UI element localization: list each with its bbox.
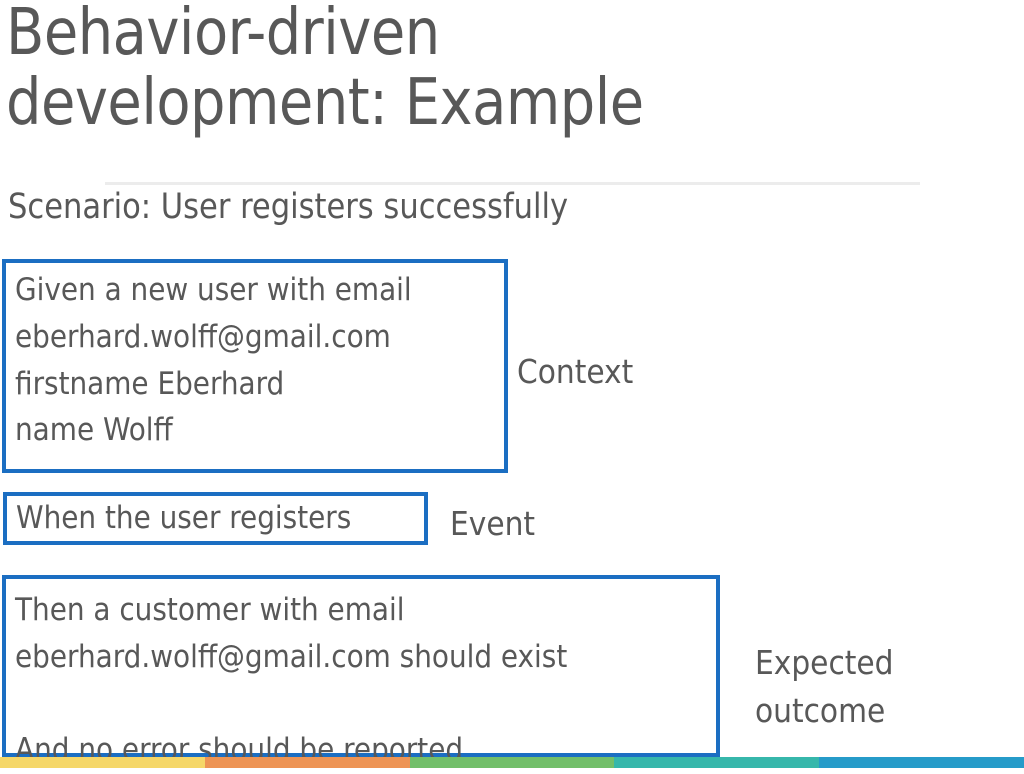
scenario-line: Scenario: User registers successfully xyxy=(8,187,569,227)
annotation-context: Context xyxy=(517,352,634,391)
annotation-event: Event xyxy=(450,504,536,543)
color-bar-segment-blue xyxy=(819,757,1024,768)
page-title: Behavior-driven development: Example xyxy=(6,0,644,141)
color-bar-segment-teal xyxy=(614,757,820,768)
color-bar-segment-green xyxy=(409,757,615,768)
footer-color-bar xyxy=(0,757,1024,768)
gherkin-box-outcome: Then a customer with email eberhard.wolf… xyxy=(2,575,720,768)
gherkin-box-event: When the user registers xyxy=(3,492,428,545)
title-divider xyxy=(105,182,920,185)
annotation-expected-outcome: Expected outcome xyxy=(755,643,894,730)
color-bar-segment-orange xyxy=(204,757,410,768)
gherkin-box-context: Given a new user with email eberhard.wol… xyxy=(2,259,508,473)
color-bar-segment-yellow xyxy=(0,757,205,768)
